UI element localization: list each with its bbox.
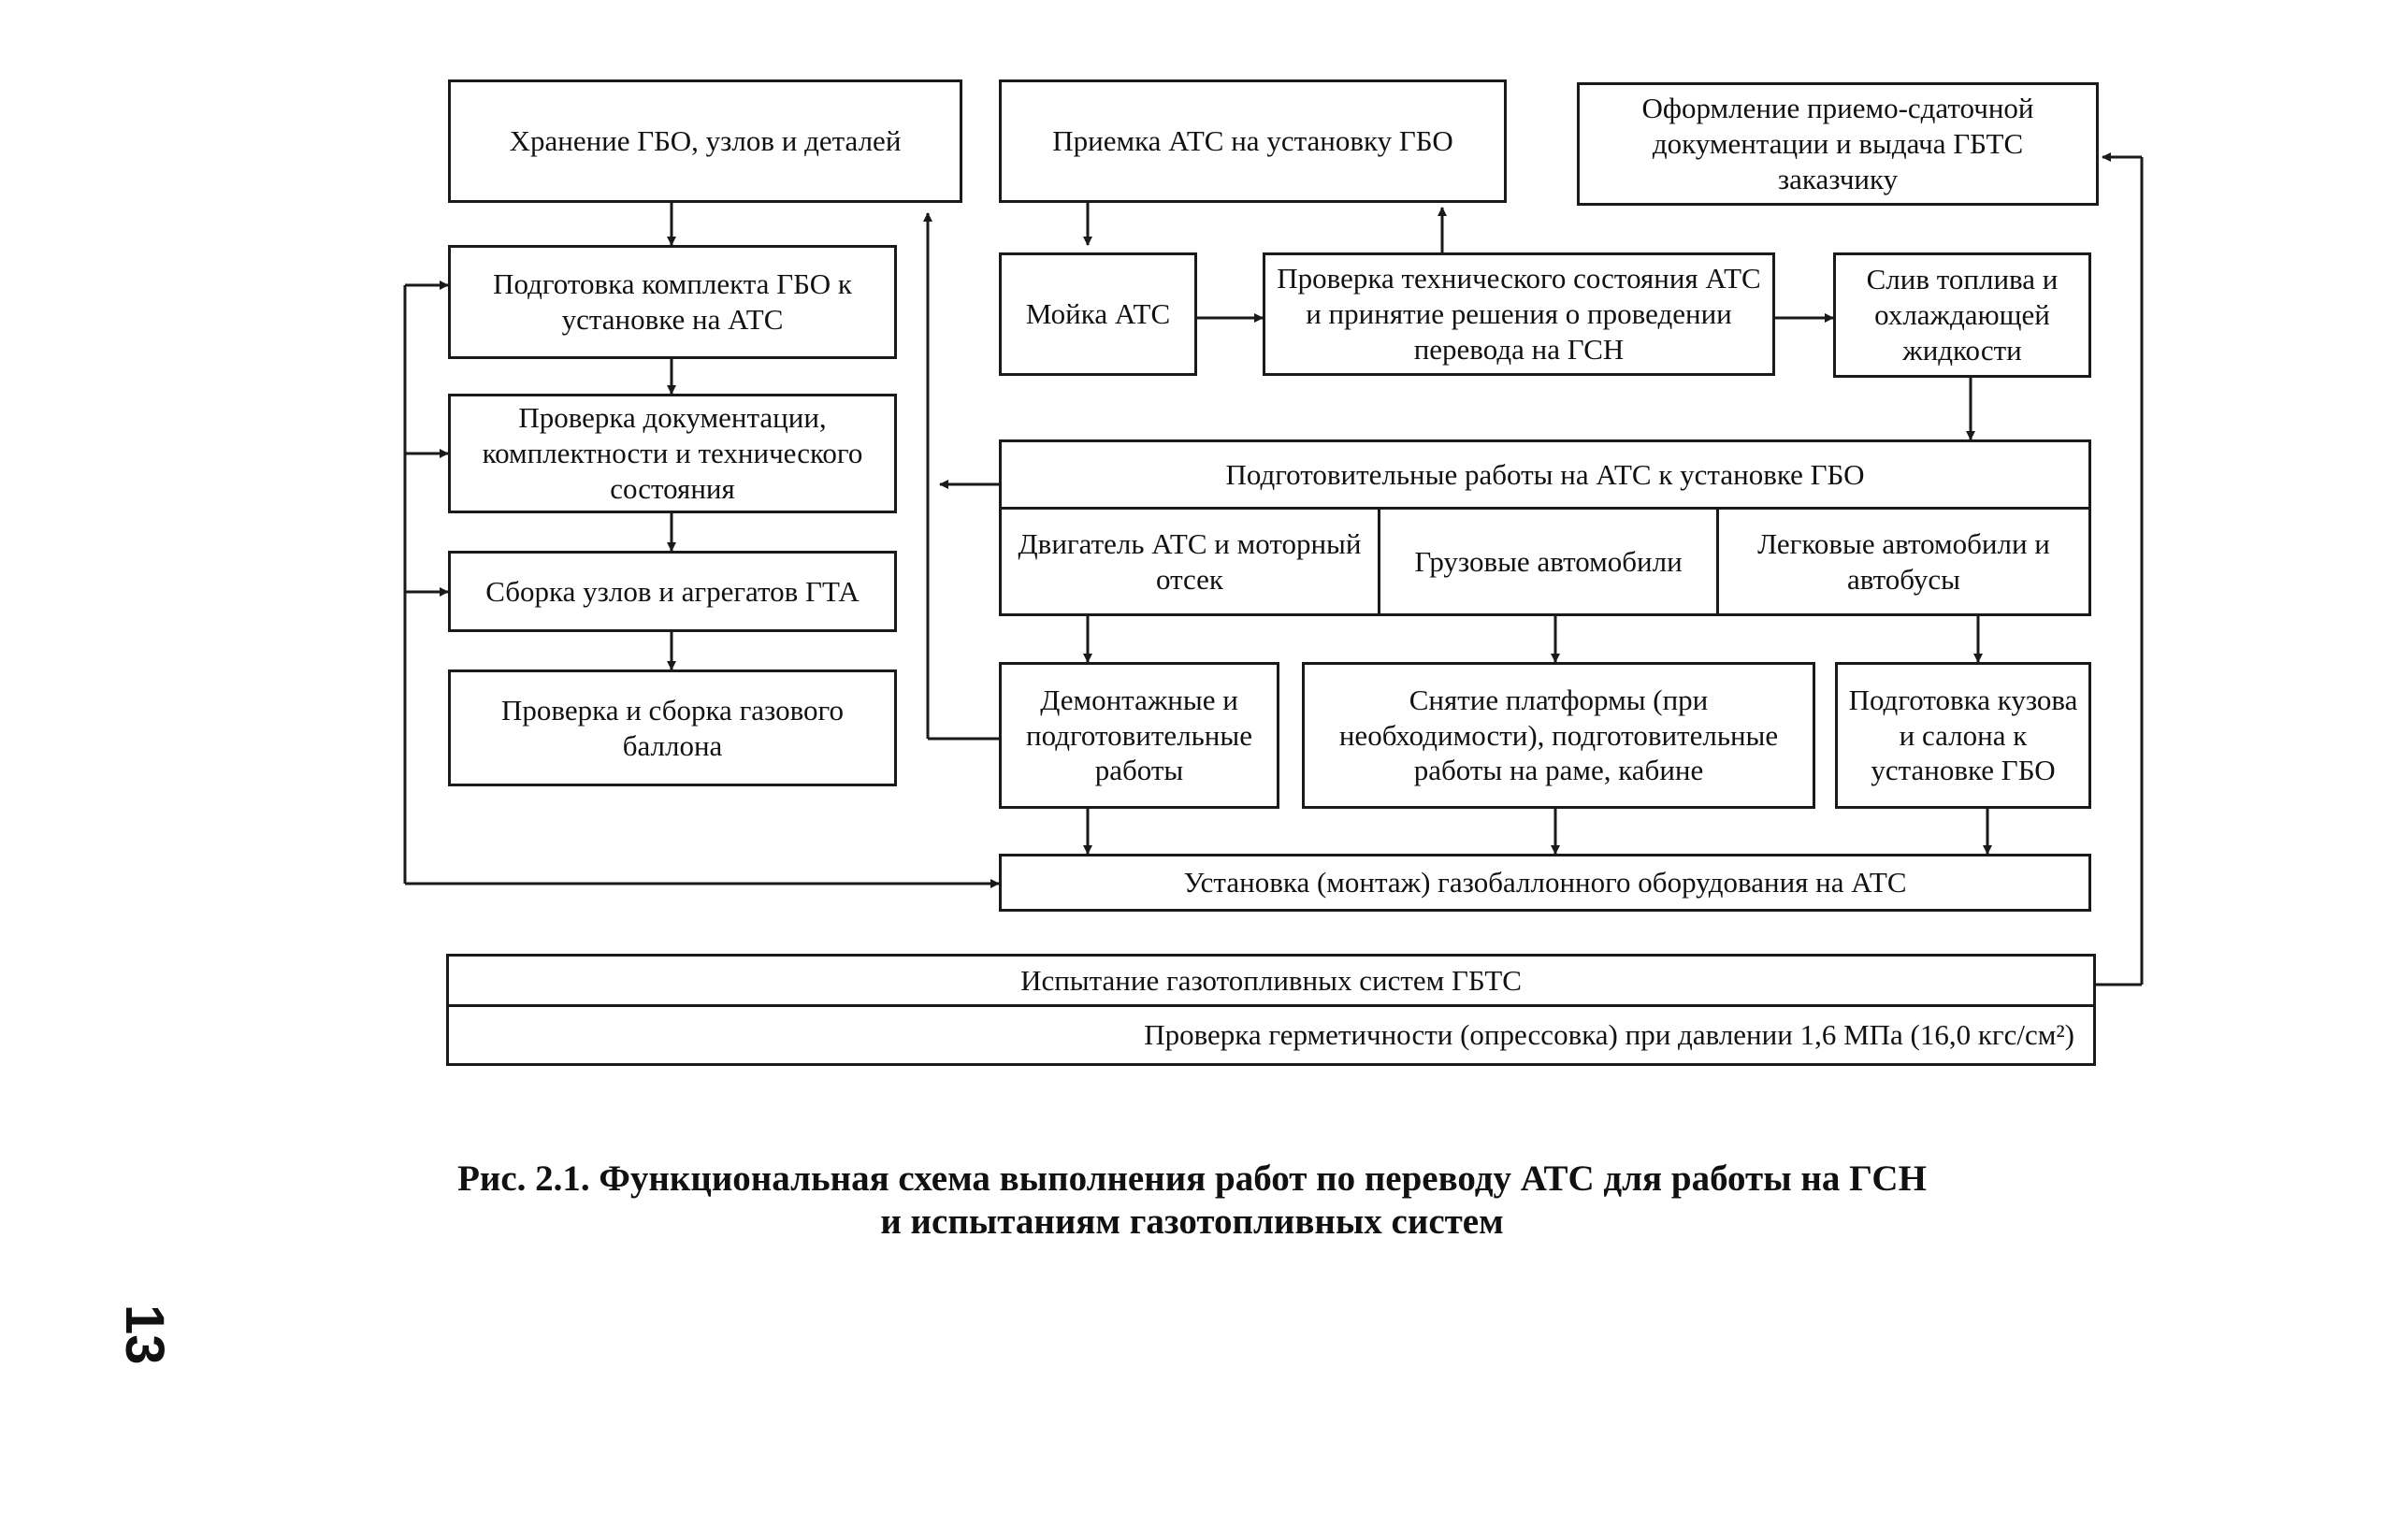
washing-text: Мойка АТС <box>1025 297 1171 331</box>
installation-text: Установка (монтаж) газобаллонного оборуд… <box>1183 866 1907 900</box>
figure-caption-line1: Рис. 2.1. Функциональная схема выполнени… <box>457 1159 1927 1199</box>
doc-check-text: Проверка документации, комплектности и т… <box>482 401 863 505</box>
prep-header-cell: Подготовительные работы на АТС к установ… <box>1002 442 2088 510</box>
prep-cars-cell: Легковые автомобили и автобусы <box>1719 510 2088 613</box>
platform-text: Снятие платформы (при необходимости), по… <box>1338 683 1779 787</box>
reception-box: Приемка АТС на установку ГБО <box>999 79 1507 203</box>
tech-check-box: Проверка технического состояния АТС и пр… <box>1263 252 1775 376</box>
cylinder-text: Проверка и сборка газового баллона <box>501 693 844 762</box>
prep-cars-text: Легковые автомобили и автобусы <box>1757 526 2050 596</box>
prep-engine-cell: Двигатель АТС и моторный отсек <box>1002 510 1380 613</box>
prep-engine-text: Двигатель АТС и моторный отсек <box>1018 526 1362 596</box>
body-prep-text: Подготовка кузова и салона к установке Г… <box>1848 683 2078 787</box>
assembly-text: Сборка узлов и агрегатов ГТА <box>485 574 860 608</box>
cylinder-box: Проверка и сборка газового баллона <box>448 669 897 786</box>
assembly-box: Сборка узлов и агрегатов ГТА <box>448 551 897 632</box>
dismantle-text: Демонтажные и подготовительные работы <box>1026 683 1252 787</box>
test-header-text: Испытание газотопливных систем ГБТС <box>1020 963 1522 997</box>
test-pressure-text: Проверка герметичности (опрессовка) при … <box>1144 1018 2074 1052</box>
reception-text: Приемка АТС на установку ГБО <box>1052 124 1453 158</box>
test-pressure-cell: Проверка герметичности (опрессовка) при … <box>449 1007 2093 1063</box>
drain-box: Слив топлива и охлаждающей жидкости <box>1833 252 2091 378</box>
washing-box: Мойка АТС <box>999 252 1197 376</box>
prep-trucks-text: Грузовые автомобили <box>1414 544 1683 578</box>
prep-works-box: Подготовительные работы на АТС к установ… <box>999 439 2091 616</box>
kit-prep-text: Подготовка комплекта ГБО к установке на … <box>493 267 852 336</box>
testing-box: Испытание газотопливных систем ГБТС Пров… <box>446 954 2096 1066</box>
test-header-cell: Испытание газотопливных систем ГБТС <box>449 957 2093 1007</box>
tech-check-text: Проверка технического состояния АТС и пр… <box>1277 262 1761 366</box>
dismantle-box: Демонтажные и подготовительные работы <box>999 662 1279 809</box>
storage-text: Хранение ГБО, узлов и деталей <box>509 124 902 158</box>
page-number: 13 <box>114 1304 175 1365</box>
prep-trucks-cell: Грузовые автомобили <box>1380 510 1719 613</box>
paperwork-text: Оформление приемо-сдаточной документации… <box>1641 92 2034 195</box>
prep-header-text: Подготовительные работы на АТС к установ… <box>1225 457 1865 491</box>
paperwork-box: Оформление приемо-сдаточной документации… <box>1577 82 2099 206</box>
body-prep-box: Подготовка кузова и салона к установке Г… <box>1835 662 2091 809</box>
figure-caption-line2: и испытаниям газотопливных систем <box>880 1202 1504 1242</box>
doc-check-box: Проверка документации, комплектности и т… <box>448 394 897 513</box>
installation-box: Установка (монтаж) газобаллонного оборуд… <box>999 854 2091 912</box>
kit-prep-box: Подготовка комплекта ГБО к установке на … <box>448 245 897 359</box>
storage-box: Хранение ГБО, узлов и деталей <box>448 79 962 203</box>
platform-box: Снятие платформы (при необходимости), по… <box>1302 662 1815 809</box>
drain-text: Слив топлива и охлаждающей жидкости <box>1866 263 2059 367</box>
